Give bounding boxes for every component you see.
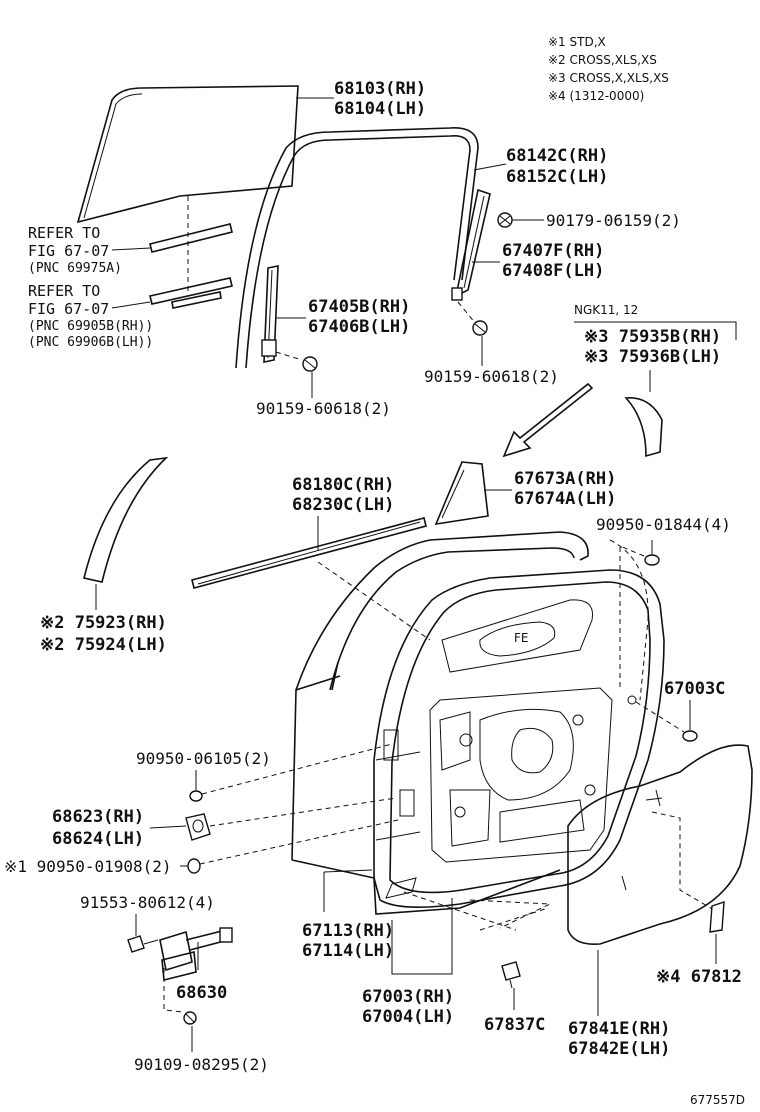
dash-belt [317,561,431,641]
door-glass[interactable] [76,85,299,224]
leader-run [473,163,507,171]
legend: ※1 STD,X ※2 CROSS,XLS,XS ※3 CROSS,X,XLS,… [548,35,669,103]
label-cover-lh: 67674A(LH) [514,489,616,509]
door-panel[interactable]: FE [291,531,665,915]
belt-moulding[interactable] [191,517,427,589]
label-striker-lh: 68624(LH) [52,829,144,849]
legend-2: ※2 CROSS,XLS,XS [548,53,657,67]
label-refer1-b: FIG 67-07 [28,242,109,260]
figure-id: 677557D [690,1093,745,1107]
label-run-lh: 68152C(LH) [506,167,608,187]
label-plug-01844: 90950-01844(4) [596,515,731,534]
channel-lower[interactable] [149,277,233,309]
label-check: 68630 [176,983,227,1003]
label-sash-lh: 67408F(LH) [502,261,604,281]
legend-3: ※3 CROSS,X,XLS,XS [548,71,669,85]
glass-run[interactable] [235,127,479,369]
door-striker[interactable] [185,813,211,841]
label-bolt-90159-right: 90159-60618(2) [424,367,559,386]
label-panel-rh: 67003(RH) [362,987,454,1007]
division-bar[interactable] [261,265,279,363]
label-glass-lh: 68104(LH) [334,99,426,119]
label-bolt-90159-left: 90159-60618(2) [256,399,391,418]
direction-arrow [502,382,594,458]
label-refer2-b: FIG 67-07 [28,300,109,318]
label-division-rh: 67405B(RH) [308,297,410,317]
dash-67003c [635,701,685,733]
window-moulding[interactable] [83,456,169,583]
label-plug-67003c: 67003C [664,679,725,699]
leader-weather-a [323,869,373,873]
label-refer1-a: REFER TO [28,224,100,242]
bolt-90159-left[interactable] [275,351,318,372]
label-plug-06105: 90950-06105(2) [136,749,271,768]
plug-01908[interactable] [187,858,201,874]
label-belt-lh: 68230C(LH) [292,495,394,515]
label-plug-01908: ※1 90950-01908(2) [4,857,172,876]
label-weather-lh: 67114(LH) [302,941,394,961]
trim-clip[interactable] [501,961,521,989]
bolt-91553[interactable] [127,935,159,953]
dash-striker [209,797,397,827]
corner-cover[interactable] [434,461,489,526]
channel-upper[interactable] [149,223,233,253]
bolt-08295[interactable] [183,1011,197,1025]
label-bolt-08295: 90109-08295(2) [134,1055,269,1074]
dash-check [163,968,185,1013]
bolt-90159-right[interactable] [457,301,488,336]
label-refer2-a: REFER TO [28,282,100,300]
label-run-rh: 68142C(RH) [506,146,608,166]
dash-clip [403,891,551,931]
dash-06105 [201,743,393,795]
label-moulding-rh: ※2 75923(RH) [40,613,167,633]
plug-06105[interactable] [189,790,203,802]
label-pad: ※4 67812 [656,967,742,987]
plug-67003c[interactable] [627,695,698,742]
rear-sash[interactable] [451,188,491,301]
door-check[interactable] [159,927,233,982]
label-refer1-c: (PNC 69975A) [28,261,122,276]
legend-1: ※1 STD,X [548,35,606,49]
label-garnish-rh: ※3 75935B(RH) [584,327,721,347]
plug-01844[interactable] [644,554,660,566]
dash-01844 [619,545,645,690]
label-film-lh: 67842E(LH) [568,1039,670,1059]
label-striker-rh: 68623(RH) [52,807,144,827]
legend-4: ※4 (1312-0000) [548,89,644,103]
label-film-rh: 67841E(RH) [568,1019,670,1039]
label-panel-lh: 67004(LH) [362,1007,454,1027]
label-ngk: NGK11, 12 [574,303,638,317]
dash-panel-edge [609,539,649,701]
label-garnish-lh: ※3 75936B(LH) [584,347,721,367]
label-sash-rh: 67407F(RH) [502,241,604,261]
leader-striker [149,825,187,829]
label-weather-rh: 67113(RH) [302,921,394,941]
label-bolt-90179: 90179-06159(2) [546,211,681,230]
label-cover-rh: 67673A(RH) [514,469,616,489]
label-moulding-lh: ※2 75924(LH) [40,635,167,655]
label-clip: 67837C [484,1015,545,1035]
hole-cover-film[interactable] [567,744,753,946]
label-bolt-91553: 91553-80612(4) [80,893,215,912]
label-belt-rh: 68180C(RH) [292,475,394,495]
bolt-90179[interactable] [497,212,513,228]
label-division-lh: 67406B(LH) [308,317,410,337]
garnish-part[interactable] [624,397,663,458]
label-glass-rh: 68103(RH) [334,79,426,99]
leader-refer2 [111,301,151,309]
leader-refer1 [111,247,151,251]
label-refer2-c: (PNC 69905B(RH)) [28,319,153,334]
dash-01908 [199,819,399,865]
label-refer2-d: (PNC 69906B(LH)) [28,335,153,350]
ngk-bracket [574,321,737,340]
panel-mark-1: FE [514,631,528,645]
dash-pad [651,811,715,911]
pad-part[interactable] [709,901,725,933]
leader-panel [391,898,453,975]
